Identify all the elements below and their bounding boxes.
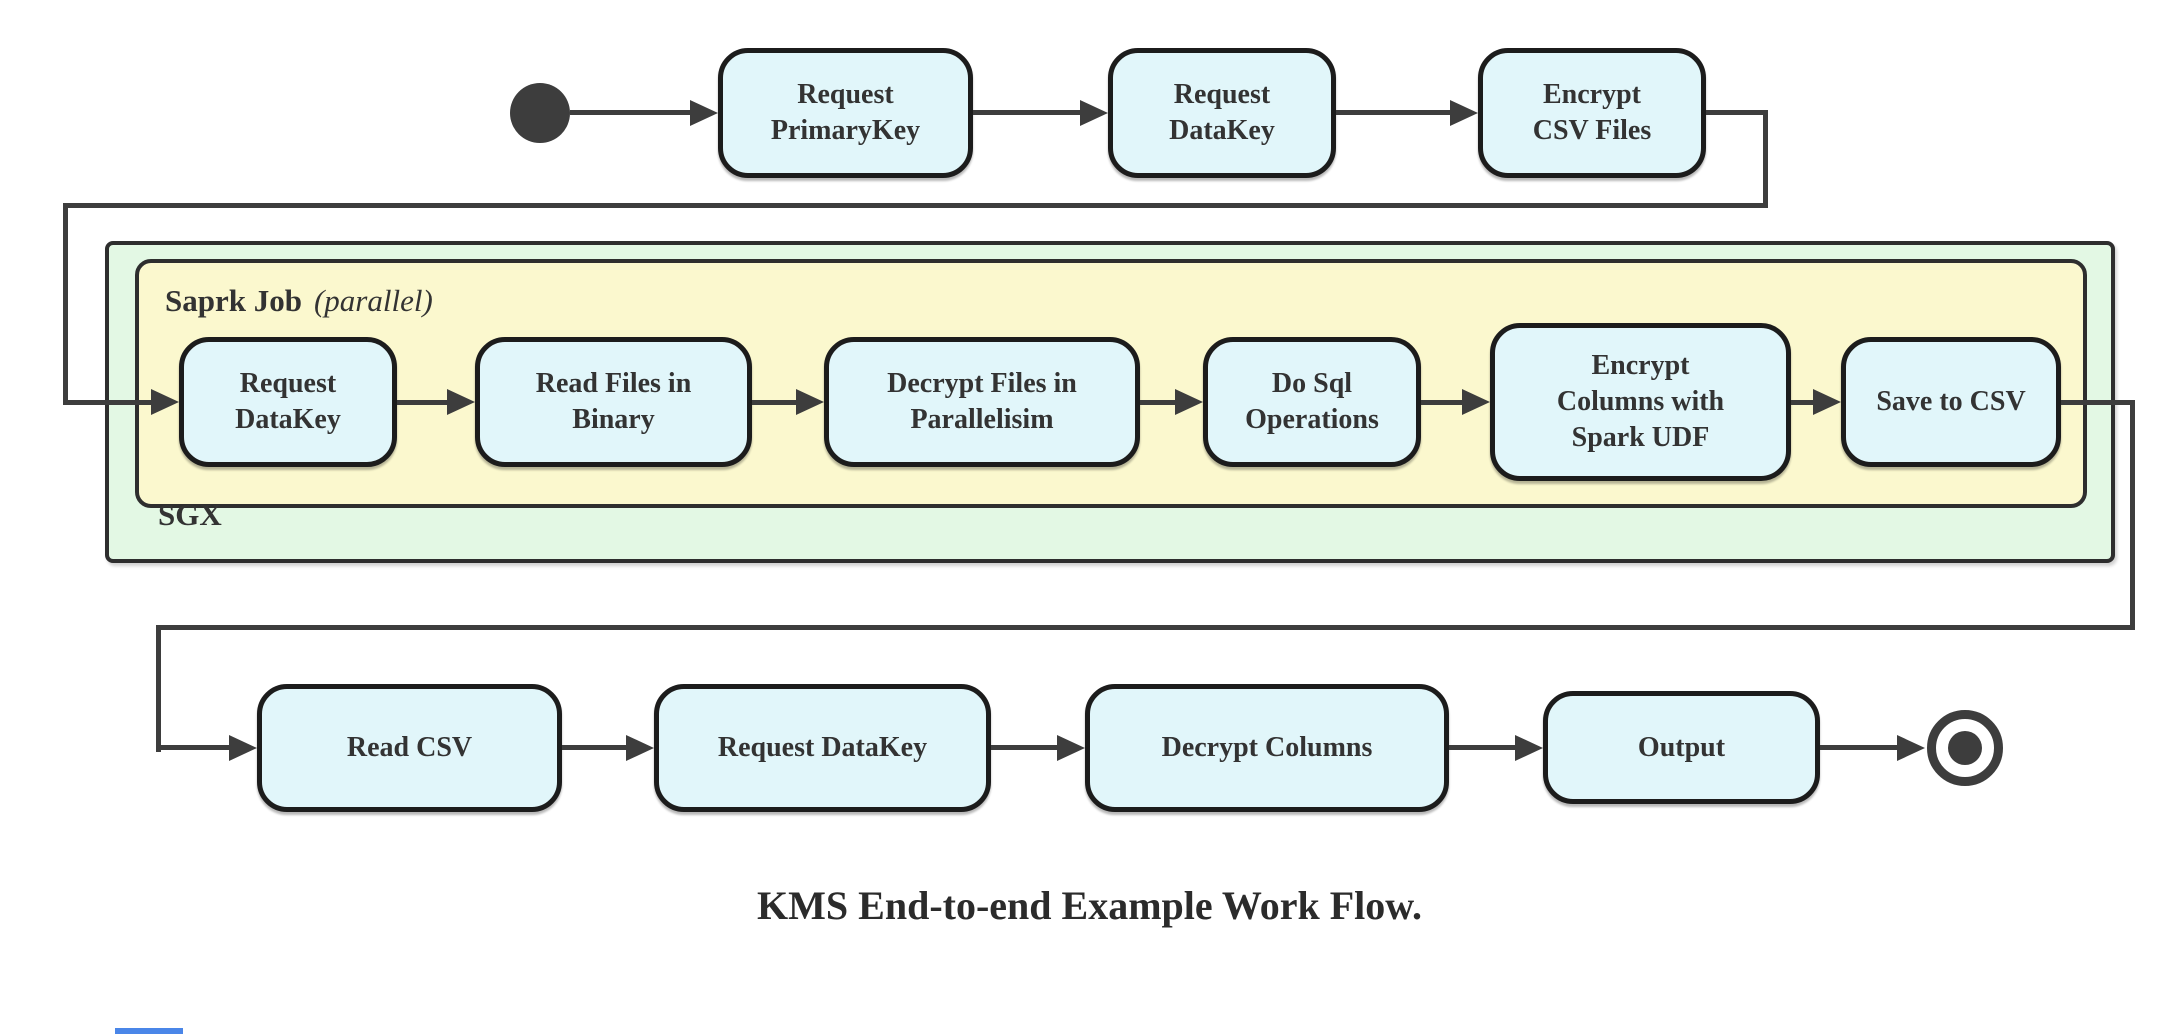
edge-bottom-1 bbox=[562, 745, 626, 750]
activity-output: Output bbox=[1543, 691, 1820, 804]
edge-encrypt-to-sgx-seg5 bbox=[63, 400, 151, 405]
activity-request-primarykey: Request PrimaryKey bbox=[718, 48, 973, 178]
activity-read-files-in-binary: Read Files in Binary bbox=[475, 337, 752, 467]
activity-encrypt-csv-files: Encrypt CSV Files bbox=[1478, 48, 1706, 178]
arrowhead-icon bbox=[690, 100, 718, 126]
activity-save-to-csv: Save to CSV bbox=[1841, 337, 2061, 467]
edge-save-to-read-seg5 bbox=[156, 745, 229, 750]
edge-bottom-2 bbox=[991, 745, 1057, 750]
edge-encrypt-to-sgx-seg1 bbox=[1706, 110, 1768, 115]
edge-encrypt-to-sgx-seg4 bbox=[63, 203, 68, 405]
activity-encrypt-columns-with-spark-udf: Encrypt Columns with Spark UDF bbox=[1490, 323, 1791, 481]
edge-sgx-5 bbox=[1791, 400, 1813, 405]
arrowhead-icon bbox=[447, 389, 475, 415]
activity-label: Do Sql Operations bbox=[1245, 368, 1379, 435]
activity-decrypt-columns: Decrypt Columns bbox=[1085, 684, 1449, 812]
activity-label: Encrypt Columns with Spark UDF bbox=[1556, 350, 1725, 453]
spark-job-label-title: Saprk Job bbox=[165, 283, 302, 318]
arrowhead-icon bbox=[151, 389, 179, 415]
edge-sgx-3 bbox=[1140, 400, 1175, 405]
activity-sgx-request-datakey: Request DataKey bbox=[179, 337, 397, 467]
activity-read-csv: Read CSV bbox=[257, 684, 562, 812]
diagram-caption: KMS End-to-end Example Work Flow. bbox=[757, 883, 1422, 928]
activity-request-datakey-bottom: Request DataKey bbox=[654, 684, 991, 812]
activity-label: Request PrimaryKey bbox=[770, 79, 921, 146]
edge-bottom-3 bbox=[1449, 745, 1515, 750]
edge-output-to-end bbox=[1820, 745, 1897, 750]
activity-label: Read Files in Binary bbox=[535, 368, 692, 435]
initial-state-node bbox=[510, 83, 570, 143]
edge-save-to-read-seg3 bbox=[156, 625, 2135, 630]
edge-save-to-read-seg4 bbox=[156, 625, 161, 752]
final-state-dot bbox=[1948, 731, 1982, 765]
activity-label: Encrypt CSV Files bbox=[1532, 79, 1652, 146]
arrowhead-icon bbox=[1057, 735, 1085, 761]
edge-primarykey-to-datakey bbox=[973, 110, 1080, 115]
spark-job-label-qualifier: (parallel) bbox=[313, 283, 433, 318]
arrowhead-icon bbox=[1080, 100, 1108, 126]
sgx-label: SGX bbox=[158, 497, 222, 532]
arrowhead-icon bbox=[229, 735, 257, 761]
arrowhead-icon bbox=[1813, 389, 1841, 415]
arrowhead-icon bbox=[796, 389, 824, 415]
edge-save-to-read-seg2 bbox=[2130, 400, 2135, 630]
arrowhead-icon bbox=[1462, 389, 1490, 415]
edge-save-to-read-seg1 bbox=[2061, 400, 2135, 405]
arrowhead-icon bbox=[1450, 100, 1478, 126]
edge-encrypt-to-sgx-seg2 bbox=[1763, 110, 1768, 208]
activity-label: Request DataKey bbox=[1169, 79, 1275, 146]
edge-datakey-to-encrypt-csv bbox=[1336, 110, 1450, 115]
activity-label: Request DataKey bbox=[235, 368, 341, 435]
activity-label: Request DataKey bbox=[717, 732, 928, 764]
activity-request-datakey-top: Request DataKey bbox=[1108, 48, 1336, 178]
edge-start-to-request-primarykey bbox=[570, 110, 690, 115]
arrowhead-icon bbox=[1897, 735, 1925, 761]
blue-underline-mark bbox=[115, 1028, 183, 1034]
activity-label: Decrypt Columns bbox=[1161, 732, 1373, 764]
spark-job-label: Saprk Job (parallel) bbox=[165, 283, 433, 319]
activity-do-sql-operations: Do Sql Operations bbox=[1203, 337, 1421, 467]
arrowhead-icon bbox=[626, 735, 654, 761]
arrowhead-icon bbox=[1515, 735, 1543, 761]
activity-label: Decrypt Files in Parallelisim bbox=[887, 368, 1077, 435]
edge-sgx-2 bbox=[752, 400, 796, 405]
activity-label: Save to CSV bbox=[1876, 386, 2026, 418]
activity-decrypt-files-in-parallelism: Decrypt Files in Parallelisim bbox=[824, 337, 1140, 467]
activity-label: Read CSV bbox=[346, 732, 473, 764]
edge-sgx-4 bbox=[1421, 400, 1462, 405]
final-state-node bbox=[1927, 710, 2003, 786]
activity-label: Output bbox=[1637, 731, 1726, 763]
arrowhead-icon bbox=[1175, 389, 1203, 415]
edge-encrypt-to-sgx-seg3 bbox=[63, 203, 1768, 208]
edge-sgx-1 bbox=[397, 400, 447, 405]
